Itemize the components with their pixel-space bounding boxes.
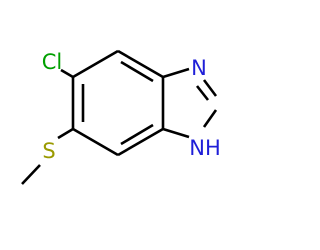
molecule-structure-diagram: Cl N NH S — [21, 49, 221, 185]
bond-c5-cl — [60, 68, 74, 79]
bond-c4-c3a — [117, 49, 164, 79]
bond-c5-c4 — [72, 49, 119, 79]
bond-c6-s — [57, 127, 74, 140]
bond-s-ch3 — [21, 164, 41, 185]
bond-n1-c7a — [162, 127, 190, 139]
bond-n3-c2 — [202, 79, 218, 97]
atom-label-nitrogen-amine: NH — [189, 136, 221, 160]
bond-c7a-c7-inner — [120, 123, 154, 146]
bond-c2-n1 — [202, 109, 218, 128]
bond-n3-c2-double — [195, 85, 210, 101]
bond-c7a-c7 — [117, 127, 164, 157]
molecule-structure-canvas: Cl N NH S — [21, 49, 221, 185]
bond-c4-c3a-inner — [120, 60, 154, 83]
atom-label-chlorine: Cl — [42, 50, 63, 74]
bond-c3a-n3 — [162, 67, 190, 79]
bond-c7-c6 — [72, 127, 119, 157]
atom-label-nitrogen-imine: N — [191, 56, 207, 80]
atom-label-sulfur: S — [42, 139, 55, 163]
